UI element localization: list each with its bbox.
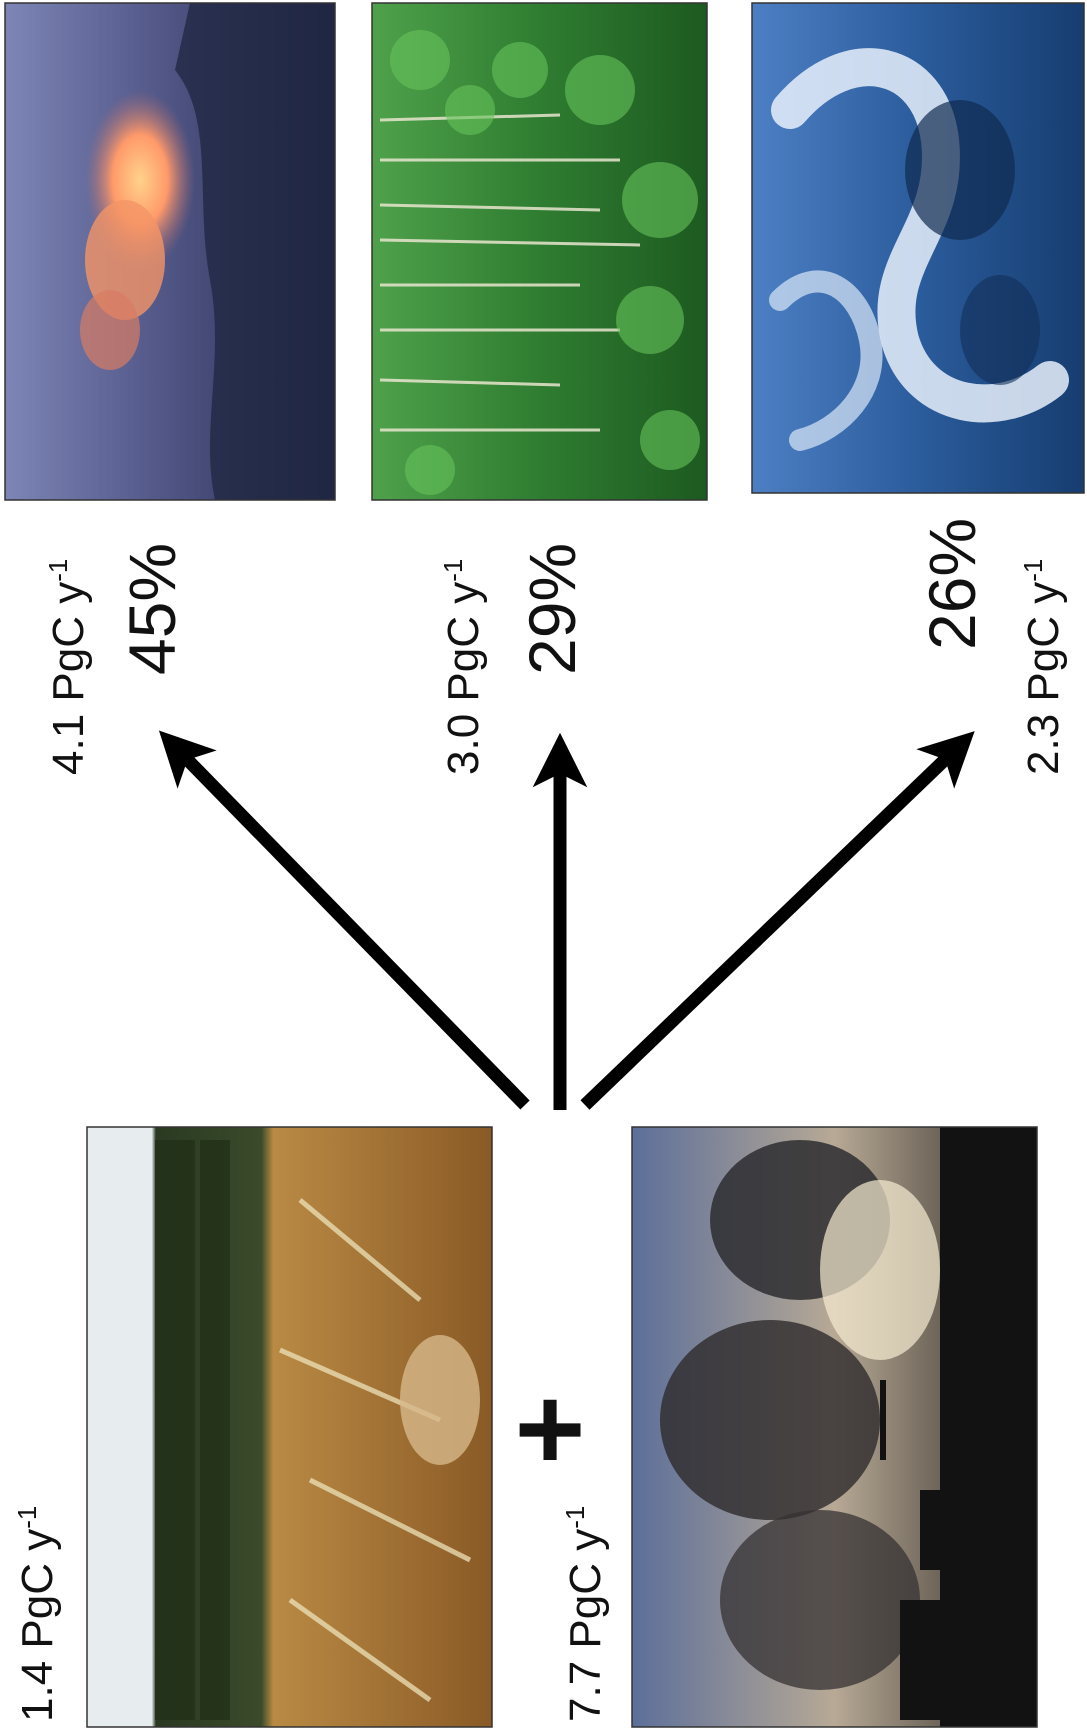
land-percent: 29%	[515, 543, 589, 675]
svg-text:4.1 PgC y-1: 4.1 PgC y-1	[43, 559, 93, 775]
land-use-change-exponent: -1	[12, 1506, 42, 1529]
ocean-amount: 2.3 PgC y	[1019, 582, 1068, 775]
fossil-fuel-source-label: 7.7 PgC y-1	[560, 1506, 610, 1722]
atmosphere-exponent: -1	[43, 559, 73, 582]
ocean-exponent: -1	[1018, 559, 1048, 582]
land-use-change-amount: 1.4 PgC y	[13, 1529, 62, 1722]
ocean-percent: 26%	[915, 518, 989, 650]
atmosphere-amount: 4.1 PgC y	[44, 582, 93, 775]
atmosphere-percent: 45%	[115, 543, 189, 675]
svg-text:3.0 PgC y-1: 3.0 PgC y-1	[438, 559, 488, 775]
fossil-fuel-amount: 7.7 PgC y	[561, 1529, 610, 1722]
ocean-wave-photo	[751, 2, 1085, 494]
forest-photo	[371, 2, 708, 501]
smokestack-emissions-photo	[631, 1126, 1038, 1728]
land-use-change-source-label: 1.4 PgC y-1	[12, 1506, 62, 1722]
atmosphere-sink-label: 4.1 PgC y-1 45%	[43, 543, 189, 775]
land-amount: 3.0 PgC y	[439, 582, 488, 775]
flow-arrows	[158, 730, 975, 1110]
land-sink-label: 3.0 PgC y-1 29%	[438, 543, 589, 775]
ocean-sink-label: 26% 2.3 PgC y-1	[915, 518, 1068, 775]
sunset-cloud-photo	[4, 2, 336, 501]
fossil-fuel-exponent: -1	[560, 1506, 590, 1529]
svg-text:2.3 PgC y-1: 2.3 PgC y-1	[1018, 559, 1068, 775]
deforestation-photo	[86, 1126, 493, 1728]
plus-symbol: +	[482, 1395, 616, 1465]
arrow-to-ocean	[580, 731, 975, 1110]
arrow-to-atmosphere	[158, 730, 530, 1110]
land-exponent: -1	[438, 559, 468, 582]
